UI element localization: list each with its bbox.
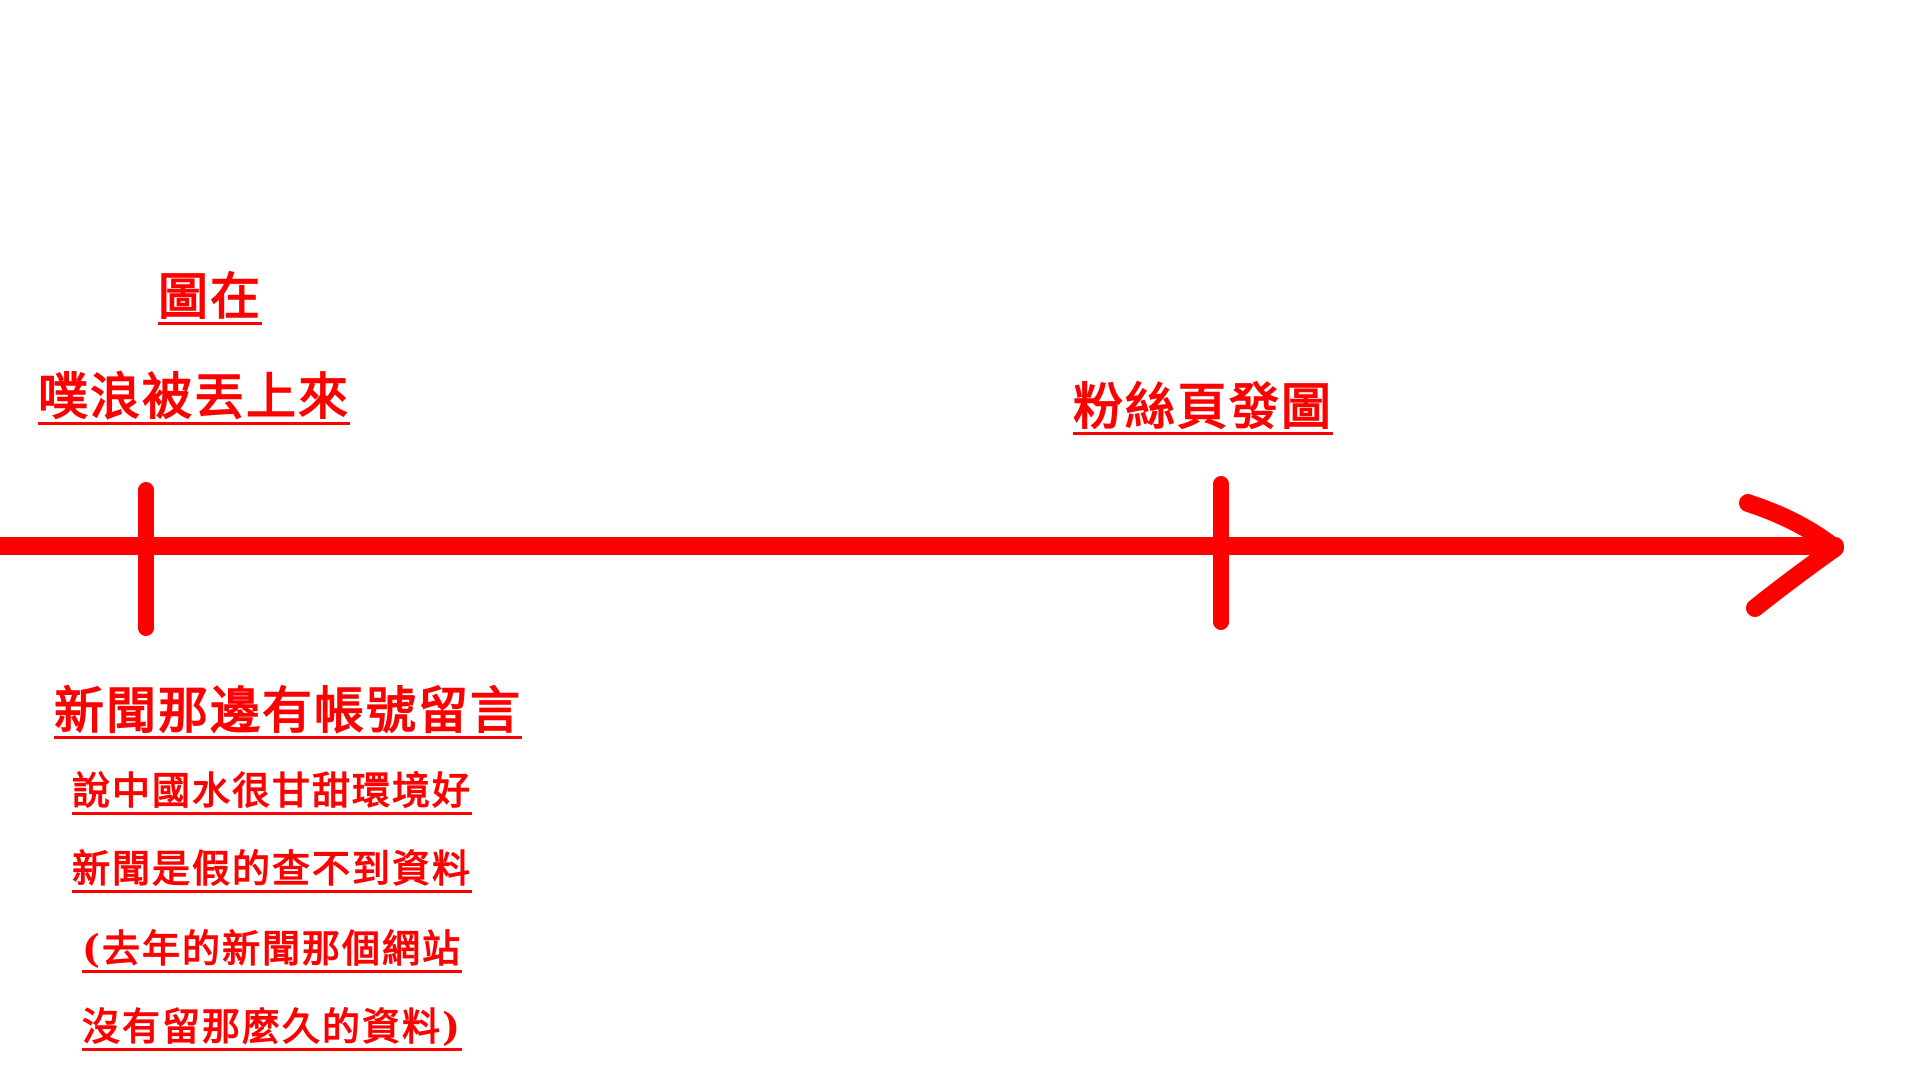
- event-1-below-line-3: (去年的新聞那個網站: [82, 926, 462, 971]
- event-1-below-line-4: 沒有留那麼久的資料): [82, 1004, 462, 1049]
- event-1-below-title: 新聞那邊有帳號留言: [54, 681, 522, 740]
- event-1-below-line-1: 說中國水很甘甜環境好: [72, 768, 473, 813]
- event-1-above-line-2: 噗浪被丟上來: [38, 367, 350, 426]
- event-1-below-line-2: 新聞是假的查不到資料: [72, 846, 473, 891]
- event-1-above-line-1: 圖在: [158, 267, 262, 326]
- event-2-above-line-1: 粉絲頁發圖: [1073, 377, 1333, 436]
- arrow-head: [1739, 494, 1844, 617]
